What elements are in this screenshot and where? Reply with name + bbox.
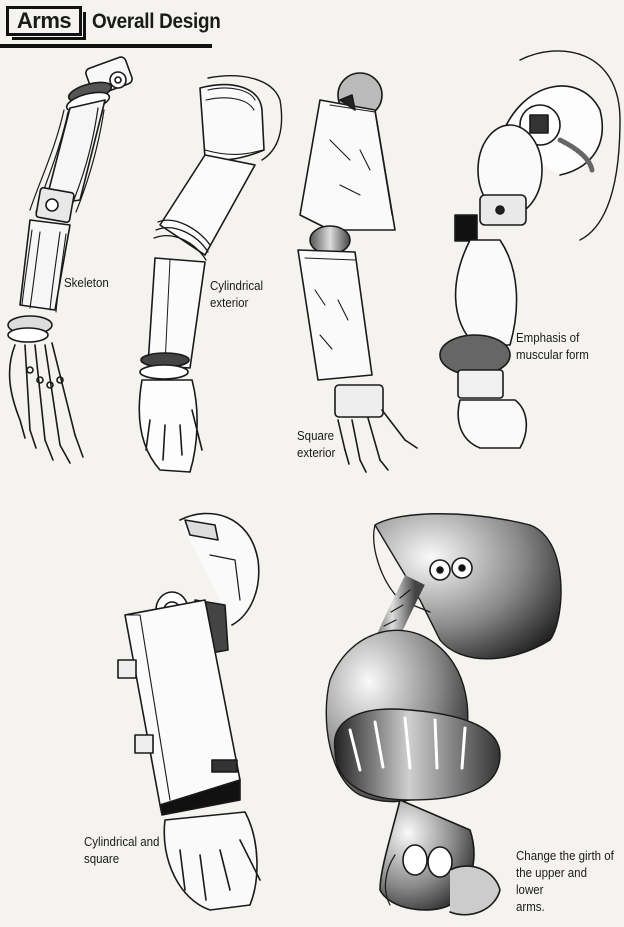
page-header: Arms Overall Design [0,0,624,56]
header-rule [0,44,212,48]
girth-arm [325,513,562,916]
caption-muscular-form: Emphasis of muscular form [516,331,589,362]
muscular-arm [439,50,621,449]
skeleton-arm [7,56,133,464]
square-arm [297,72,418,473]
caption-cylindrical-exterior: Cylindrical exterior [210,279,264,310]
caption-square-exterior: Square exterior [297,429,336,460]
caption-girth: Change the girth of the upper and lower … [516,849,614,914]
caption-cylindrical-and-square: Cylindrical and square [84,835,160,866]
cylindrical-arm [138,75,283,473]
caption-skeleton: Skeleton [64,276,109,290]
section-title: Overall Design [92,10,221,33]
cylindrical-square-arm [117,512,261,911]
